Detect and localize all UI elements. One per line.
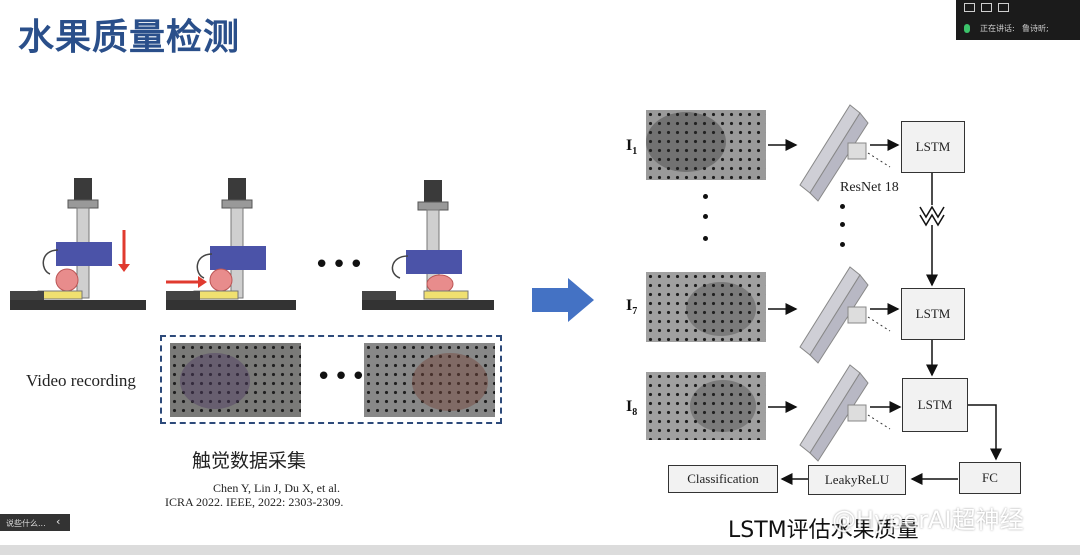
menu-icon[interactable] bbox=[998, 3, 1009, 12]
tactile-image-8 bbox=[646, 372, 766, 440]
apparatus-diagram bbox=[10, 178, 494, 310]
citation-line-2: ICRA 2022. IEEE, 2022: 2303-2309. bbox=[165, 495, 344, 509]
tactile-image-7 bbox=[646, 272, 766, 342]
lstm-box-8: LSTM bbox=[902, 378, 968, 432]
classification-box: Classification bbox=[668, 465, 778, 493]
minimize-icon[interactable] bbox=[964, 3, 975, 12]
tactile-image-1 bbox=[646, 110, 766, 180]
section-caption-right: LSTM评估水果质量 bbox=[728, 518, 919, 543]
resnet-block-7 bbox=[799, 266, 891, 364]
speaking-label: 正在讲话: bbox=[980, 24, 1015, 33]
lstm-box-7: LSTM bbox=[901, 288, 965, 340]
frame-label-8: I8 bbox=[626, 398, 638, 419]
rig-2 bbox=[166, 178, 296, 310]
resnet-block-8 bbox=[799, 364, 891, 462]
bottom-bar bbox=[0, 545, 1080, 555]
leakyrelu-box: LeakyReLU bbox=[808, 465, 906, 495]
frame-ellipsis: ••• bbox=[316, 362, 369, 392]
watermark: @HyperAI超神经 bbox=[832, 506, 1024, 534]
resnet-label: ResNet 18 bbox=[840, 180, 899, 195]
vertical-dots-resnet bbox=[840, 200, 846, 252]
comment-placeholder[interactable]: 说些什么... bbox=[6, 519, 46, 528]
page-title: 水果质量检测 bbox=[18, 17, 241, 58]
video-frames-box bbox=[160, 335, 502, 424]
window-controls[interactable] bbox=[964, 3, 1009, 12]
fc-box: FC bbox=[959, 462, 1021, 494]
window-icon[interactable] bbox=[981, 3, 992, 12]
speaker-name: 鲁诗昕; bbox=[1022, 24, 1049, 33]
frame-label-1: I1 bbox=[626, 137, 638, 158]
video-frame-first bbox=[170, 343, 301, 417]
meeting-overlay[interactable]: 正在讲话: 鲁诗昕; bbox=[956, 0, 1080, 40]
comment-widget[interactable]: 说些什么... ‹ bbox=[0, 514, 70, 531]
resnet-block-1 bbox=[799, 104, 891, 202]
rig-1 bbox=[10, 178, 146, 310]
network-flow bbox=[768, 104, 1002, 485]
chevron-left-icon[interactable]: ‹ bbox=[56, 515, 61, 528]
vertical-dots-frames bbox=[703, 190, 709, 250]
rig-ellipsis: ••• bbox=[314, 250, 367, 280]
video-recording-label: Video recording bbox=[26, 371, 136, 390]
microphone-icon bbox=[964, 24, 970, 33]
lstm-box-1: LSTM bbox=[901, 121, 965, 173]
section-caption-left: 触觉数据采集 bbox=[192, 450, 307, 472]
rig-3 bbox=[362, 180, 494, 310]
block-arrow bbox=[532, 278, 594, 322]
video-frame-last bbox=[364, 343, 495, 417]
frame-label-7: I7 bbox=[626, 297, 638, 318]
citation-line-1: Chen Y, Lin J, Du X, et al. bbox=[213, 481, 340, 495]
